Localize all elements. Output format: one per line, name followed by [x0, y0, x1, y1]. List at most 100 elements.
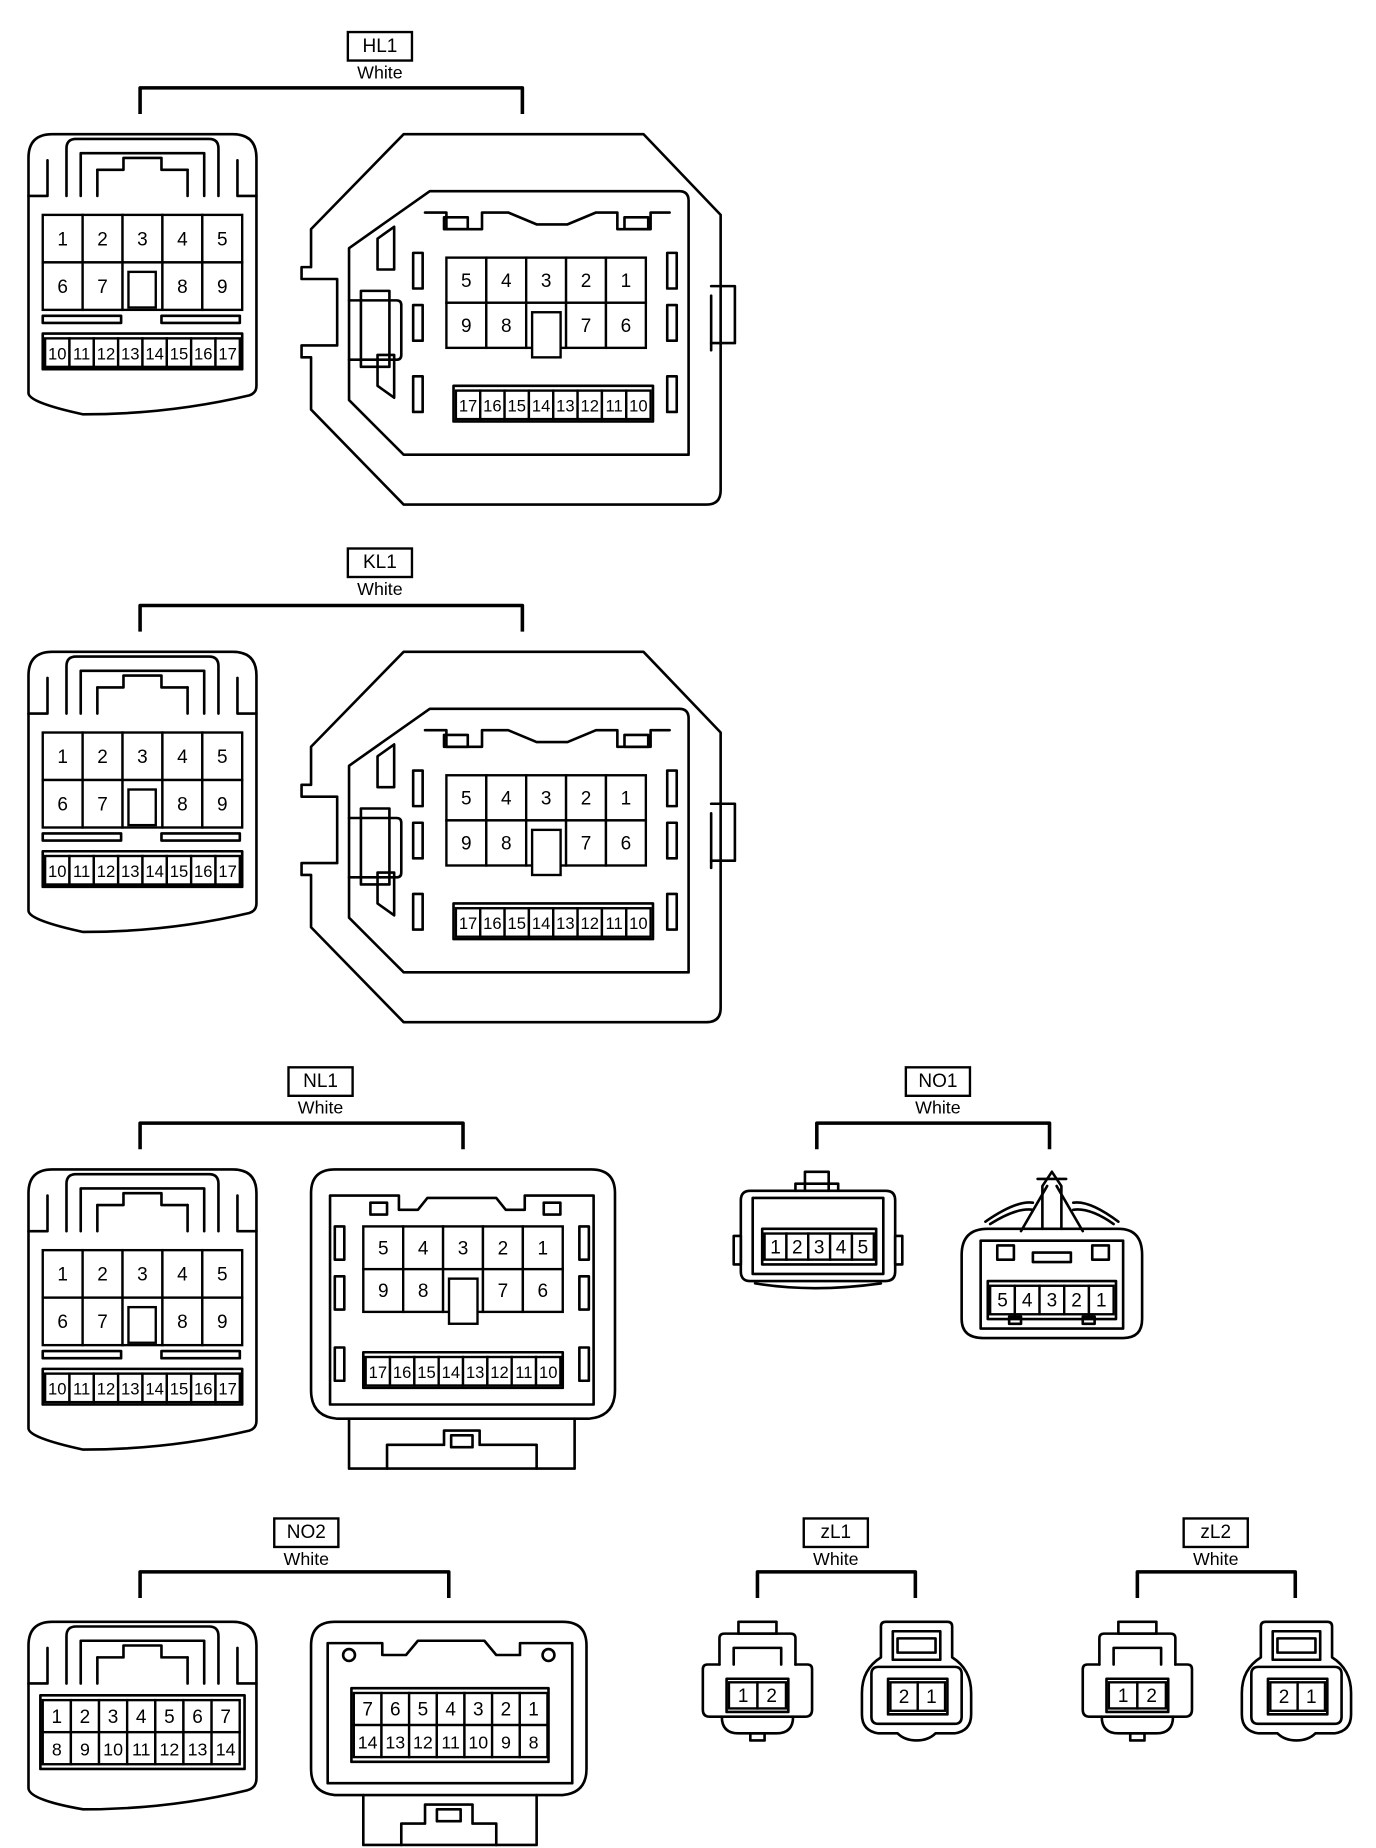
housing-outline: [794, 1182, 840, 1193]
connector-label: zL2: [1200, 1522, 1231, 1543]
side-slot: [411, 375, 424, 414]
side-slot: [578, 1225, 591, 1261]
terminal-pin-11: 11: [73, 344, 90, 363]
terminal-cell: [916, 1681, 947, 1712]
side-slot: [665, 375, 679, 414]
terminal-pin-7: 7: [97, 277, 108, 298]
terminal-pin-4: 4: [177, 229, 188, 250]
terminal-cell: [445, 301, 488, 350]
housing-outline: [96, 674, 189, 689]
side-slot: [665, 821, 679, 860]
housing-outline: [361, 1793, 538, 1847]
terminal-pin-14: 14: [532, 397, 550, 416]
terminal-cell: [604, 301, 648, 350]
housing-outline: [138, 603, 525, 632]
connector-label: KL1: [363, 552, 397, 573]
terminal-pin-9: 9: [217, 1312, 228, 1333]
terminal-pin-14: 14: [358, 1732, 378, 1752]
terminal-pin-17: 17: [459, 914, 477, 933]
housing-outline: [376, 353, 396, 400]
latch-bar: [41, 314, 123, 325]
terminal-pin-14: 14: [532, 914, 550, 933]
terminal-pin-7: 7: [220, 1707, 231, 1728]
terminal-pin-7: 7: [362, 1700, 373, 1721]
terminal-pin-9: 9: [80, 1739, 90, 1759]
housing-outline: [979, 1239, 1125, 1330]
terminal-pin-16: 16: [483, 397, 501, 416]
housing-outline: [27, 1646, 49, 1685]
lower-row-frame: [41, 1367, 244, 1406]
terminal-cell: [604, 819, 648, 867]
lower-row-frame: [41, 849, 244, 889]
terminal-pin-16: 16: [194, 1380, 212, 1399]
terminal-pin-16: 16: [393, 1363, 411, 1382]
terminal-pin-1: 1: [57, 229, 68, 250]
center-lock: [530, 828, 562, 877]
housing-outline: [376, 743, 396, 789]
housing-outline: [739, 1189, 897, 1283]
terminal-pin-10: 10: [48, 862, 66, 881]
terminal-pin-6: 6: [57, 1312, 68, 1333]
terminal-pin-2: 2: [97, 229, 108, 250]
housing-outline: [65, 1625, 220, 1685]
housing-outline: [1240, 1620, 1353, 1742]
housing-outline: [701, 1663, 814, 1719]
terminal-cell: [69, 1730, 101, 1766]
housing-outline: [65, 137, 220, 198]
terminal-cell: [1063, 1284, 1091, 1316]
side-slot: [665, 251, 679, 290]
terminal-cell: [41, 1698, 73, 1734]
terminal-pin-10: 10: [468, 1732, 488, 1752]
terminal-pin-8: 8: [177, 794, 188, 815]
terminal-cell: [445, 819, 488, 867]
housing-outline: [960, 1227, 1144, 1340]
terminal-cell: [576, 907, 604, 938]
terminal-pin-14: 14: [145, 344, 163, 363]
terminal-cell: [534, 1355, 562, 1387]
housing-outline: [347, 189, 690, 457]
latch-bar: [1031, 1251, 1073, 1264]
housing-outline: [236, 676, 258, 715]
pin-frame: [886, 1677, 949, 1716]
housing-outline: [376, 225, 396, 271]
terminal-cell: [214, 1372, 242, 1404]
terminal-pin-1: 1: [738, 1686, 749, 1707]
terminal-cell: [116, 1372, 144, 1404]
terminal-cell: [141, 854, 168, 886]
terminal-cell: [43, 1372, 71, 1404]
connector-label: NO1: [918, 1071, 957, 1092]
terminal-cell: [201, 731, 244, 782]
terminal-pin-5: 5: [418, 1700, 429, 1721]
housing-outline: [988, 1208, 1115, 1226]
terminal-pin-12: 12: [490, 1363, 508, 1382]
terminal-cell: [41, 1248, 84, 1299]
terminal-pin-9: 9: [217, 277, 228, 298]
terminal-pin-4: 4: [1022, 1291, 1033, 1312]
housing-outline: [326, 1639, 574, 1785]
terminal-pin-14: 14: [216, 1739, 236, 1759]
terminal-pin-12: 12: [97, 1380, 115, 1399]
lower-row-frame: [452, 902, 655, 941]
terminal-cell: [43, 854, 71, 886]
housing-outline: [79, 1187, 206, 1233]
terminal-cell: [756, 1681, 788, 1710]
latch-window: [449, 1434, 474, 1449]
housing-outline: [1100, 1715, 1175, 1735]
terminal-cell: [552, 389, 579, 421]
terminal-pin-11: 11: [441, 1732, 460, 1752]
connector-label-box: [346, 547, 414, 579]
terminal-cell: [503, 389, 531, 421]
terminal-cell: [521, 1267, 564, 1314]
terminal-pin-7: 7: [498, 1281, 509, 1302]
terminal-pin-2: 2: [792, 1237, 803, 1258]
connector-color: White: [813, 1549, 859, 1569]
housing-outline: [79, 669, 206, 715]
latch-hole: [341, 1647, 357, 1663]
housing-outline: [815, 1121, 1052, 1150]
terminal-pin-4: 4: [177, 1265, 188, 1286]
connector-label: NO2: [287, 1522, 326, 1543]
